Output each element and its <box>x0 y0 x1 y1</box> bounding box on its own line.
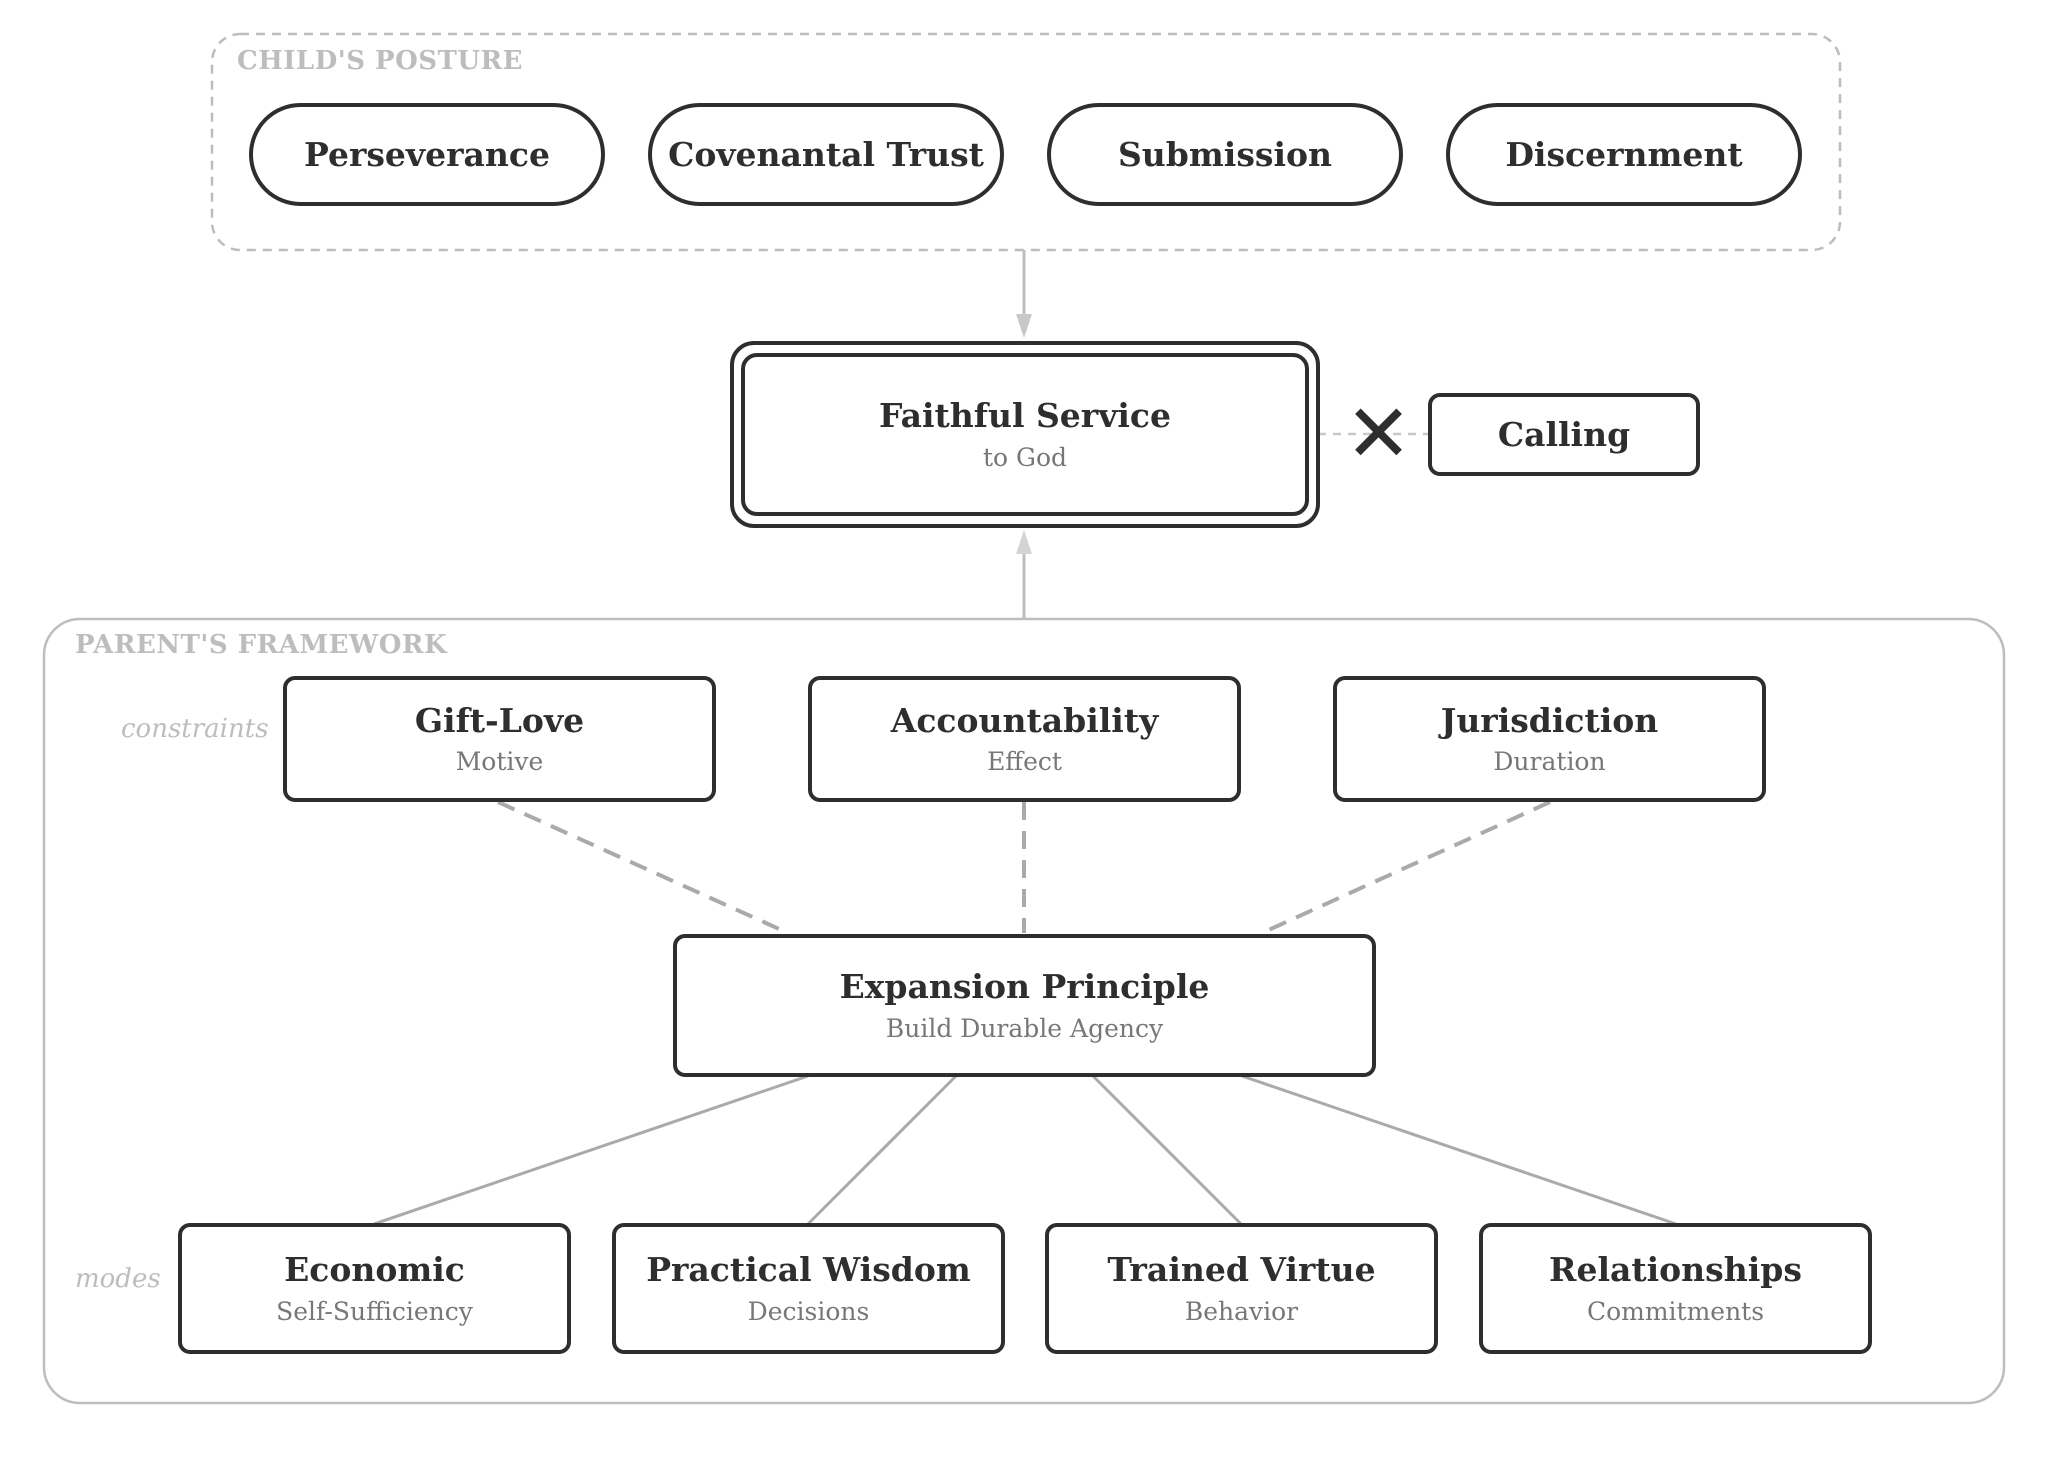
expansion-principle-box: Expansion Principle Build Durable Agency <box>673 934 1376 1077</box>
mode-title: Trained Virtue <box>1107 1250 1376 1290</box>
constraint-line-giftlove <box>497 800 789 935</box>
constraint-subtitle: Effect <box>987 747 1062 777</box>
principle-title: Expansion Principle <box>839 967 1210 1007</box>
child-posture-group <box>210 32 1842 252</box>
posture-title: Discernment <box>1505 134 1743 174</box>
mode-title: Economic <box>284 1250 465 1290</box>
mode-subtitle: Self-Sufficiency <box>276 1296 473 1326</box>
parent-framework-label: PARENT'S FRAMEWORK <box>75 630 448 660</box>
arrowhead-up <box>1016 530 1032 554</box>
calling-title: Calling <box>1497 414 1631 454</box>
posture-title: Submission <box>1117 134 1333 174</box>
service-title: Faithful Service <box>878 396 1171 436</box>
constraint-subtitle: Motive <box>455 747 544 777</box>
mode-economic: Economic Self-Sufficiency <box>178 1223 571 1354</box>
mode-trained-virtue: Trained Virtue Behavior <box>1045 1223 1438 1354</box>
faithful-service-box: Faithful Service to God <box>741 353 1309 516</box>
mode-title: Relationships <box>1549 1250 1802 1290</box>
modes-label: modes <box>75 1264 161 1294</box>
posture-perseverance: Perseverance <box>249 103 605 206</box>
constraint-title: Jurisdiction <box>1440 700 1659 740</box>
posture-submission: Submission <box>1047 103 1403 206</box>
mode-subtitle: Commitments <box>1586 1296 1765 1326</box>
mode-line-virtue <box>1091 1074 1243 1226</box>
constraints-label: constraints <box>121 714 269 744</box>
posture-discernment: Discernment <box>1446 103 1802 206</box>
service-outer-border <box>730 341 1320 528</box>
calling-box: Calling <box>1428 393 1700 476</box>
constraint-line-jurisdiction <box>1261 800 1551 935</box>
mode-line-relationships <box>1241 1074 1677 1226</box>
posture-title: Perseverance <box>304 134 550 174</box>
constraint-accountability: Accountability Effect <box>808 676 1241 802</box>
constraint-title: Gift-Love <box>414 700 585 740</box>
mode-line-economic <box>373 1074 809 1226</box>
constraint-gift-love: Gift-Love Motive <box>283 676 716 802</box>
child-posture-label: CHILD'S POSTURE <box>237 46 523 76</box>
constraint-subtitle: Duration <box>1493 747 1606 777</box>
service-subtitle: to God <box>982 442 1068 472</box>
constraint-title: Accountability <box>890 700 1159 740</box>
mode-line-wisdom <box>806 1074 958 1226</box>
mode-title: Practical Wisdom <box>646 1250 971 1290</box>
mode-subtitle: Decisions <box>747 1296 870 1326</box>
constraint-jurisdiction: Jurisdiction Duration <box>1333 676 1766 802</box>
mode-subtitle: Behavior <box>1184 1296 1299 1326</box>
posture-title: Covenantal Trust <box>668 134 984 174</box>
mode-practical-wisdom: Practical Wisdom Decisions <box>612 1223 1005 1354</box>
posture-covenantal-trust: Covenantal Trust <box>648 103 1004 206</box>
mode-relationships: Relationships Commitments <box>1479 1223 1872 1354</box>
cross-icon: ✕ <box>1345 387 1413 480</box>
principle-subtitle: Build Durable Agency <box>885 1013 1164 1043</box>
arrowhead-down <box>1016 314 1032 338</box>
